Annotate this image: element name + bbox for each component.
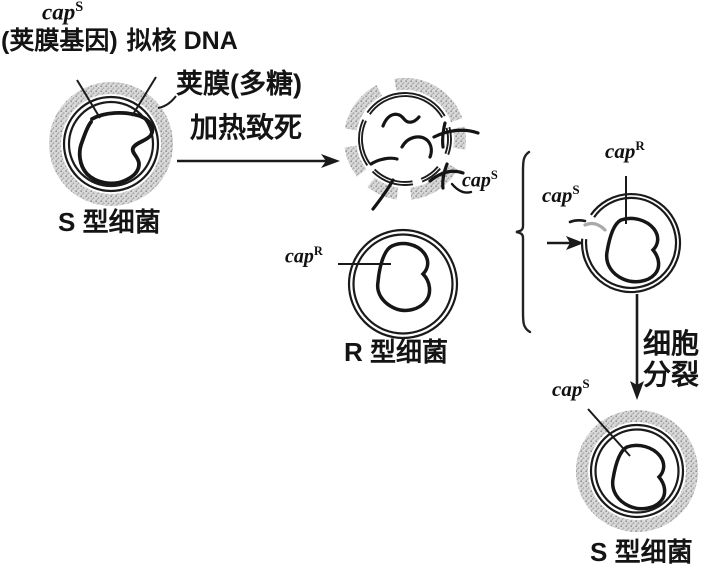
cell-wall-inner bbox=[352, 233, 454, 335]
cap-s-leader-line bbox=[76, 79, 101, 119]
broken-wall-arcs bbox=[358, 92, 452, 186]
final-s-type-cell bbox=[576, 410, 698, 532]
r-type-cell bbox=[347, 228, 459, 340]
cell-wall-inner bbox=[67, 100, 155, 188]
cap-r-label-transformed: capR bbox=[605, 139, 645, 162]
nucleoid-leader-line bbox=[131, 76, 157, 117]
nucleoid-dna-blob bbox=[77, 111, 155, 186]
heat-kill-label: 加热致死 bbox=[190, 113, 302, 142]
heat-kill-arrow bbox=[177, 154, 340, 168]
gene-name: cap bbox=[542, 183, 573, 207]
gene-superscript: R bbox=[313, 244, 324, 258]
nucleoid-dna-blob bbox=[604, 216, 661, 284]
gene-superscript: S bbox=[75, 0, 84, 15]
gene-and-nucleoid-labels: (荚膜基因) 拟核 DNA bbox=[1, 27, 238, 55]
cap-s-label-final: capS bbox=[552, 377, 590, 400]
r-type-text: R 型细菌 bbox=[344, 337, 449, 367]
capsule-ring bbox=[49, 82, 173, 206]
gene-name: cap bbox=[552, 377, 583, 401]
r-type-label: R 型细菌 bbox=[344, 337, 449, 367]
s-type-text-final: S 型细菌 bbox=[590, 537, 693, 567]
membrane-fragment-gray bbox=[583, 222, 607, 232]
gene-name: cap bbox=[605, 139, 636, 163]
cap-s-dna-fragment bbox=[568, 219, 587, 224]
cell-wall-outer bbox=[580, 192, 682, 294]
gene-superscript: R bbox=[635, 138, 646, 153]
arrowhead bbox=[630, 381, 644, 400]
cap-s-fragment-leader bbox=[450, 182, 473, 194]
cap-r-label-rcell: capR bbox=[285, 244, 324, 268]
dna-fragments bbox=[369, 112, 480, 211]
cap-s-label-transformed: capS bbox=[542, 183, 580, 206]
cap-s-leader-line-final bbox=[587, 408, 631, 457]
cell-division-label: 细胞 分裂 bbox=[643, 328, 699, 391]
heat-kill-text: 加热致死 bbox=[190, 112, 303, 143]
cell-wall-outer bbox=[589, 423, 685, 519]
cap-s-label-top: capS bbox=[42, 0, 84, 25]
nucleoid-dna-blob bbox=[610, 443, 667, 511]
gene-name: cap bbox=[462, 169, 491, 192]
transform-arrow bbox=[547, 236, 584, 250]
gene-superscript: S bbox=[572, 182, 581, 197]
arrowhead bbox=[566, 236, 584, 250]
arrowhead bbox=[321, 154, 340, 168]
nucleoid-dna-blob bbox=[375, 241, 432, 313]
capsule-leader-line bbox=[157, 95, 177, 109]
cell-wall-inner bbox=[594, 428, 680, 514]
cell-wall-inner bbox=[584, 196, 678, 289]
gene-name: cap bbox=[42, 0, 76, 25]
s-type-label-final: S 型细菌 bbox=[590, 537, 693, 567]
cell-division-line2: 分裂 bbox=[643, 359, 700, 391]
cell-division-line1: 细胞 bbox=[643, 328, 700, 359]
nucleoid-dna-label: 拟核 DNA bbox=[126, 27, 238, 55]
cell-wall-outer bbox=[62, 95, 160, 193]
capsule-gene-label: (荚膜基因) bbox=[1, 27, 118, 55]
gene-superscript: S bbox=[582, 376, 591, 391]
capsule-ring bbox=[576, 410, 698, 532]
s-type-cell bbox=[49, 82, 173, 206]
cap-s-label-fragment: capS bbox=[462, 168, 499, 192]
gene-name: cap bbox=[285, 245, 314, 268]
s-type-text-left: S 型细菌 bbox=[58, 207, 161, 237]
capsule-poly-text: 荚膜(多糖) bbox=[176, 69, 302, 99]
division-arrow bbox=[630, 294, 644, 400]
gene-superscript: S bbox=[490, 168, 499, 182]
capsule-polysaccharide-label: 荚膜(多糖) bbox=[176, 70, 302, 98]
heat-killed-cell bbox=[344, 78, 480, 211]
transformed-cell bbox=[568, 192, 682, 294]
s-type-label-left: S 型细菌 bbox=[58, 207, 161, 237]
cell-wall-outer bbox=[347, 228, 459, 340]
grouping-bracket bbox=[515, 150, 532, 334]
